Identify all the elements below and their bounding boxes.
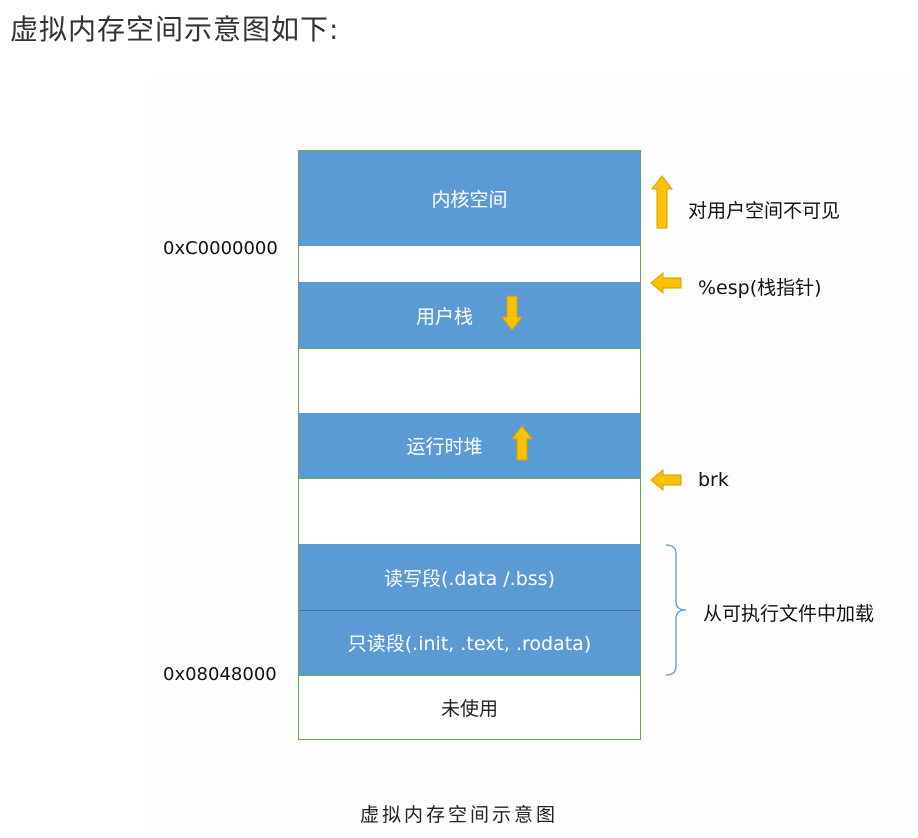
- address-top: 0xC0000000: [163, 238, 278, 259]
- unused-label: 未使用: [440, 697, 498, 720]
- read-only-label: 只读段(.init, .text, .rodata): [347, 633, 592, 655]
- kernel-visibility-note: 对用户空间不可见: [688, 200, 841, 222]
- unused-segment: 未使用: [299, 675, 640, 739]
- read-write-label: 读写段(.data /.bss): [383, 567, 555, 590]
- read-write-segment: 读写段(.data /.bss): [299, 544, 640, 610]
- brk-note: brk: [698, 469, 729, 491]
- divider: [299, 478, 640, 479]
- page-heading: 虚拟内存空间示意图如下:: [10, 13, 340, 46]
- divider: [299, 348, 640, 349]
- memory-layout: 内核空间 用户栈 运行时堆 读写段(.data /.bss) 只读段(.init…: [298, 150, 641, 740]
- arrow-up-icon: [650, 175, 674, 233]
- arrow-down-icon: [500, 295, 524, 336]
- segment-divider: [299, 610, 640, 611]
- kernel-space-label: 内核空间: [431, 189, 508, 211]
- gap-segment-1: [299, 246, 640, 282]
- esp-pointer-arrow-left-icon: [650, 271, 682, 298]
- user-stack-label: 用户栈: [415, 305, 473, 328]
- gap-segment-3: [299, 478, 640, 544]
- arrow-up-icon: [510, 425, 533, 466]
- loaded-note: 从可执行文件中加载: [703, 603, 875, 625]
- user-stack-segment: 用户栈: [299, 282, 640, 348]
- address-bottom: 0x08048000: [163, 664, 277, 685]
- brace-icon: [664, 544, 690, 680]
- esp-note: %esp(栈指针): [698, 277, 822, 299]
- divider: [299, 675, 640, 676]
- heap-segment: 运行时堆: [299, 413, 640, 478]
- kernel-space-segment: 内核空间: [299, 151, 640, 246]
- brk-pointer-arrow-left-icon: [650, 468, 682, 495]
- gap-segment-2: [299, 348, 640, 413]
- read-only-segment: 只读段(.init, .text, .rodata): [299, 610, 640, 675]
- heap-label: 运行时堆: [406, 436, 483, 458]
- diagram-caption: 虚拟内存空间示意图: [359, 804, 558, 826]
